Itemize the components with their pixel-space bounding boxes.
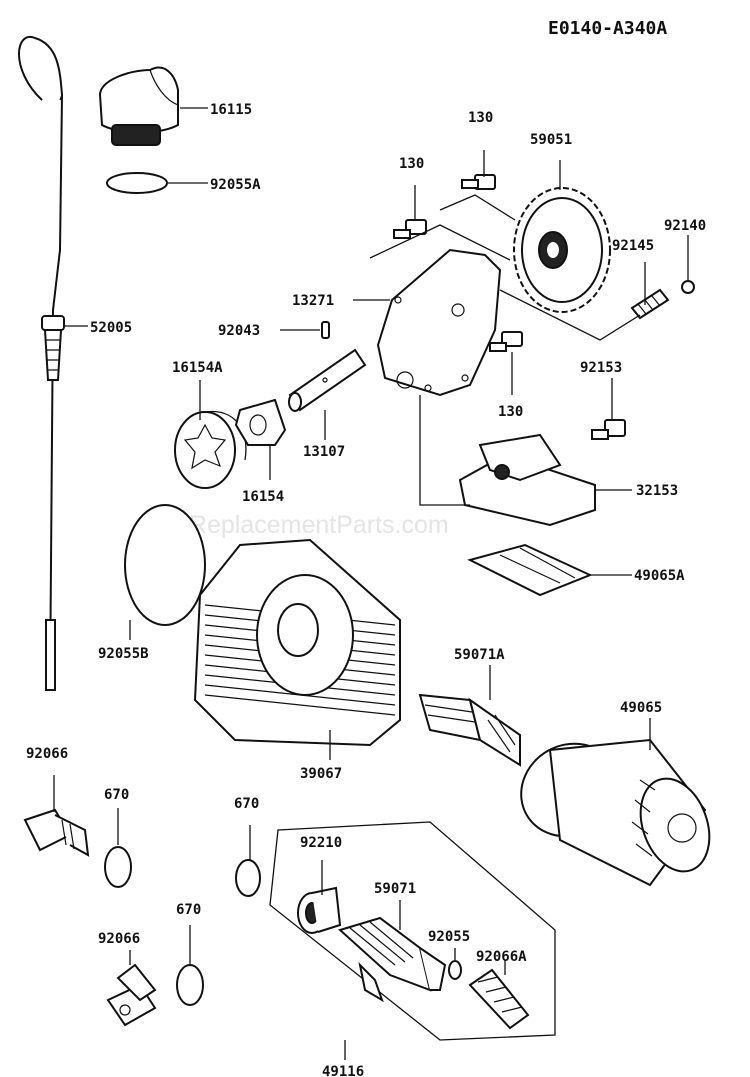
o-ring-92055-part[interactable] (448, 960, 462, 980)
bolt-92153-part[interactable] (591, 419, 626, 440)
label-16154: 16154 (242, 489, 284, 505)
label-49065: 49065 (620, 700, 662, 716)
drain-plug-lower-part[interactable] (106, 963, 157, 1027)
ball-92140-part[interactable] (681, 280, 695, 294)
pin-92043-part[interactable] (321, 321, 330, 339)
relief-valve-92066a-part[interactable] (468, 968, 530, 1030)
label-92210: 92210 (300, 835, 342, 851)
oil-pump-gear-part[interactable] (513, 187, 611, 313)
label-670-c: 670 (176, 902, 201, 918)
oil-filter-part[interactable] (504, 726, 721, 887)
outer-rotor-part[interactable] (174, 410, 247, 489)
nut-92210-part[interactable] (297, 886, 342, 934)
label-92055: 92055 (428, 929, 470, 945)
label-16154a: 16154A (172, 360, 223, 376)
dipstick-part[interactable] (18, 35, 65, 691)
fitting-59071-part[interactable] (338, 916, 447, 1003)
label-32153: 32153 (636, 483, 678, 499)
spring-92145-part[interactable] (630, 288, 670, 320)
bolt-130-left-part[interactable] (393, 219, 427, 239)
label-92055a: 92055A (210, 177, 261, 193)
o-ring-670-b-part[interactable] (235, 859, 261, 897)
label-59051: 59051 (530, 132, 572, 148)
label-13271: 13271 (292, 293, 334, 309)
label-130-left: 130 (399, 156, 424, 172)
diagram-code: E0140-A340A (548, 18, 667, 39)
kit-49116-outline (269, 821, 556, 1041)
label-92153: 92153 (580, 360, 622, 376)
label-670-b: 670 (234, 796, 259, 812)
label-49116: 49116 (322, 1064, 364, 1077)
label-16115: 16115 (210, 102, 252, 118)
oil-filler-cap-part[interactable] (98, 66, 179, 146)
bolt-130-lower-part[interactable] (489, 331, 523, 352)
label-92145: 92145 (612, 238, 654, 254)
label-59071: 59071 (374, 881, 416, 897)
pump-shaft-part[interactable] (288, 348, 367, 412)
label-52005: 52005 (90, 320, 132, 336)
label-670-a: 670 (104, 787, 129, 803)
o-ring-670-a-part[interactable] (104, 846, 132, 888)
o-ring-92055b-part[interactable] (124, 504, 206, 626)
label-13107: 13107 (303, 444, 345, 460)
pump-cover-plate-part[interactable] (376, 248, 502, 397)
inner-rotor-part[interactable] (234, 398, 287, 446)
label-92055b: 92055B (98, 646, 149, 662)
bolt-130-upper-part[interactable] (461, 174, 496, 190)
o-ring-670-c-part[interactable] (176, 964, 204, 1006)
label-92066a: 92066A (476, 949, 527, 965)
oil-screen-filter-part[interactable] (467, 543, 593, 597)
label-39067: 39067 (300, 766, 342, 782)
label-92043: 92043 (218, 323, 260, 339)
label-92066-upper: 92066 (26, 746, 68, 762)
label-92140: 92140 (664, 218, 706, 234)
oil-filter-housing-part[interactable] (193, 538, 401, 747)
threaded-nipple-59071a-part[interactable] (418, 693, 521, 767)
watermark-text: eReplacementParts.com (175, 511, 449, 539)
label-130-upper: 130 (468, 110, 493, 126)
drain-plug-upper-part[interactable] (23, 808, 90, 857)
o-ring-92055a-part[interactable] (106, 172, 168, 194)
label-59071a: 59071A (454, 647, 505, 663)
label-130-lower: 130 (498, 404, 523, 420)
label-92066-lower: 92066 (98, 931, 140, 947)
oil-screen-housing-part[interactable] (458, 433, 596, 527)
label-49065a: 49065A (634, 568, 685, 584)
